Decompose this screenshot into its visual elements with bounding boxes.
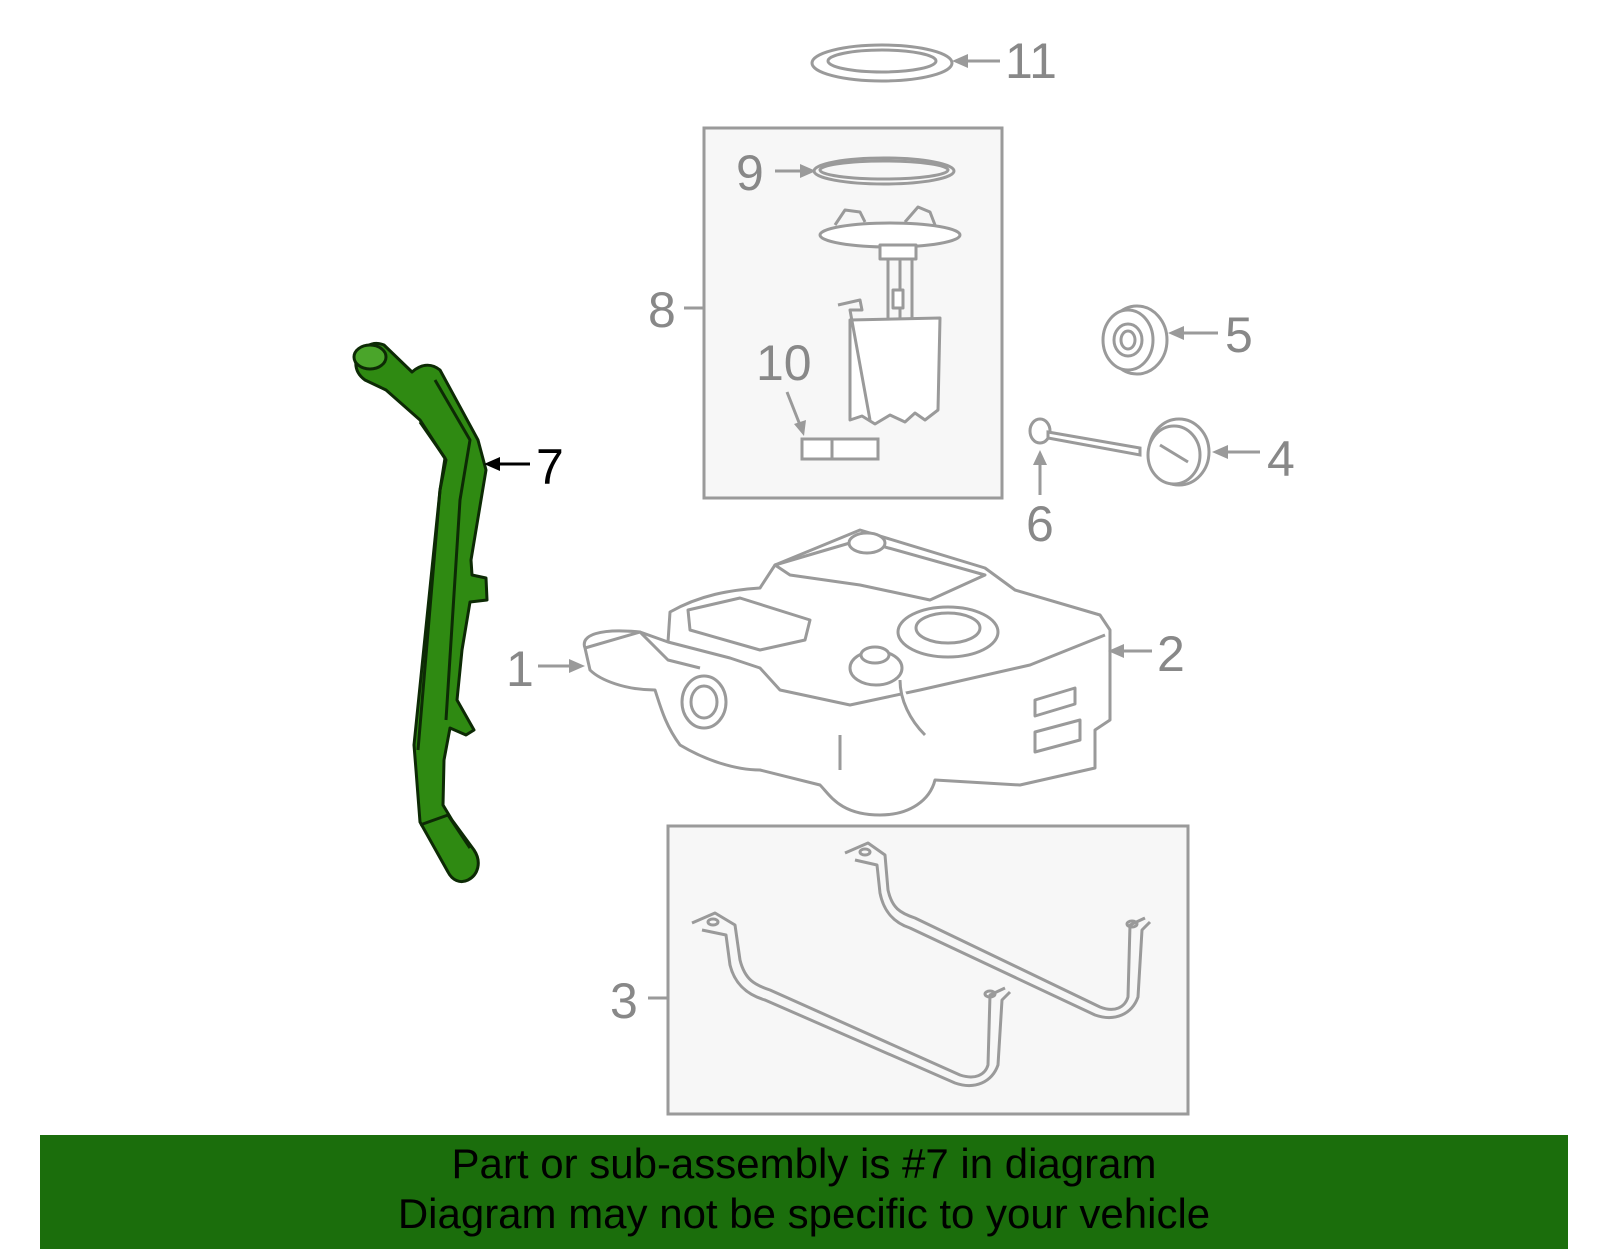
callout-5: 5 xyxy=(1168,307,1253,363)
callout-8: 8 xyxy=(648,282,704,338)
part-3-box xyxy=(666,824,1190,1116)
callout-11: 11 xyxy=(952,33,1057,89)
callout-label-10: 10 xyxy=(756,335,812,391)
callout-label-9: 9 xyxy=(736,145,764,201)
banner-line-2: Diagram may not be specific to your vehi… xyxy=(397,1190,1211,1237)
info-banner: Part or sub-assembly is #7 in diagram Di… xyxy=(40,1135,1568,1249)
callout-6: 6 xyxy=(1026,450,1054,552)
part-5-grommet xyxy=(1101,304,1169,376)
callout-4: 4 xyxy=(1212,431,1295,487)
callout-9: 9 xyxy=(736,145,816,201)
callout-label-7: 7 xyxy=(536,439,564,495)
part-10-filter xyxy=(800,437,880,461)
part-8-box xyxy=(702,126,1004,500)
banner-line-1: Part or sub-assembly is #7 in diagram xyxy=(451,1140,1157,1187)
callout-label-3: 3 xyxy=(610,973,638,1029)
callout-label-4: 4 xyxy=(1267,431,1295,487)
part-1-2-fuel-tank xyxy=(582,528,1112,817)
part-3-fuel-tank-straps xyxy=(691,841,1152,1088)
callout-1: 1 xyxy=(506,641,585,697)
part-7-fuel-filler-pipe xyxy=(352,342,489,884)
callout-label-5: 5 xyxy=(1225,307,1253,363)
callout-3: 3 xyxy=(610,973,668,1029)
callout-10: 10 xyxy=(756,335,812,436)
callout-label-2: 2 xyxy=(1157,626,1185,682)
callout-label-8: 8 xyxy=(648,282,676,338)
part-6-rod xyxy=(1028,417,1142,457)
fuel-pump-module xyxy=(818,205,962,426)
callout-label-1: 1 xyxy=(506,641,534,697)
part-4-cap xyxy=(1146,417,1211,487)
callout-7: 7 xyxy=(484,439,564,495)
callout-label-11: 11 xyxy=(1005,33,1057,89)
callout-label-6: 6 xyxy=(1026,496,1054,552)
part-11-seal-ring xyxy=(810,43,954,83)
callout-2: 2 xyxy=(1108,626,1185,682)
